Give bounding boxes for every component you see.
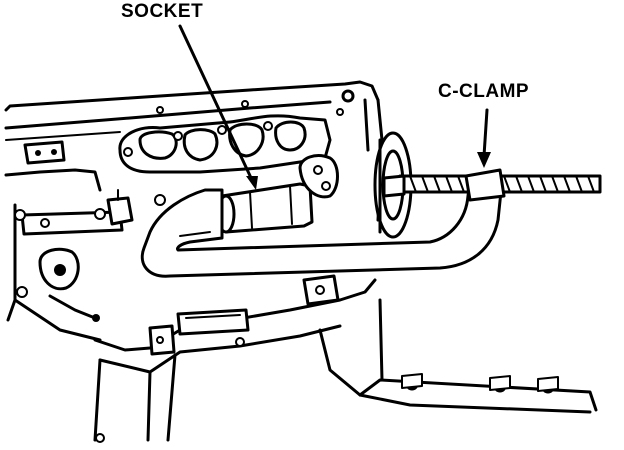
socket-tool: [216, 182, 314, 234]
lower-frame: [93, 278, 598, 443]
c-clamp-label: C-CLAMP: [438, 81, 530, 102]
socket-leader-arrow: [246, 176, 258, 190]
leader-lines: [178, 24, 491, 190]
cclamp-leader-arrow: [477, 152, 491, 168]
c-clamp: [140, 168, 602, 278]
linkage-left: [14, 189, 166, 322]
cclamp-leader-line: [482, 108, 489, 158]
socket-label: SOCKET: [121, 1, 204, 22]
engine-block: [4, 80, 384, 342]
port-gasket: [118, 114, 332, 174]
socket-leader-line: [178, 24, 254, 182]
center-bracket: [298, 154, 340, 306]
